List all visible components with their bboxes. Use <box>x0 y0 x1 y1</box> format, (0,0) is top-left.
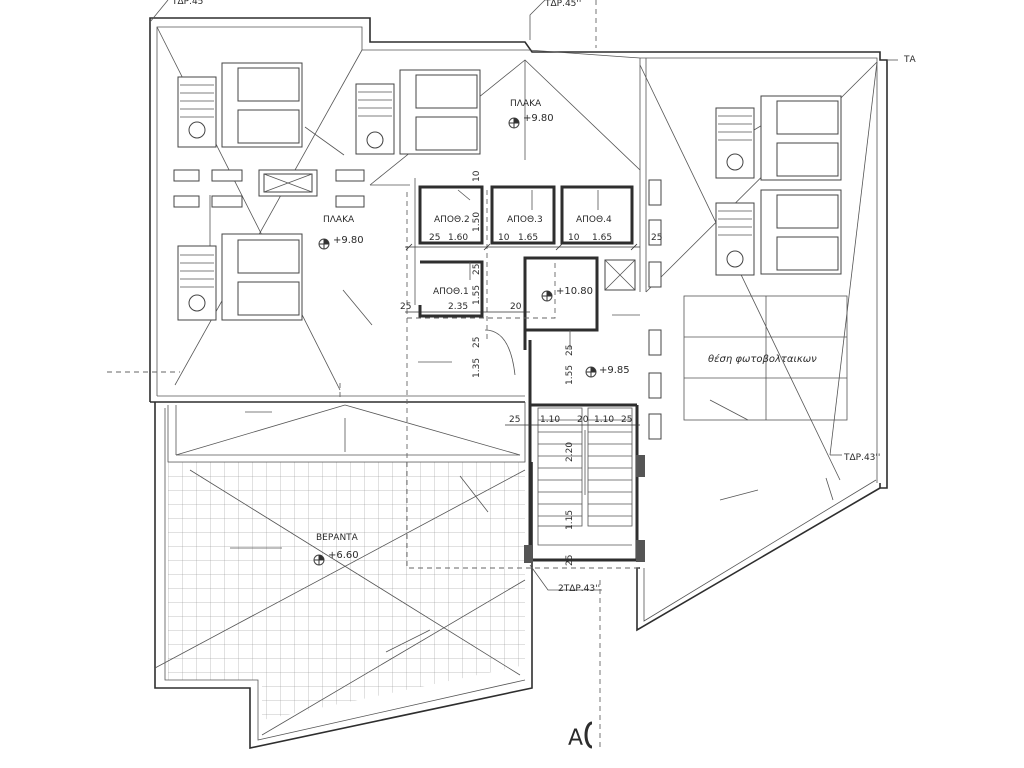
elevation-slab-center: +9.80 <box>523 113 554 124</box>
dimension-label: 2.35 <box>448 302 468 312</box>
section-mark-top-right: ΤΑ <box>903 55 916 65</box>
dimension-label: 1.10 <box>594 415 614 425</box>
dimension-label: 25 <box>651 233 662 243</box>
building-outline <box>149 17 888 632</box>
dimension-label: 25 <box>509 415 520 425</box>
dimension-label: 2.20 <box>565 442 575 462</box>
dimension-label: 1.50 <box>472 212 482 232</box>
solar-heaters <box>177 62 842 321</box>
section-mark-top-left: ΤΔΡ.45'' <box>171 0 208 7</box>
dimension-label: 10 <box>472 170 482 182</box>
elevation-marker-lobby <box>541 290 553 302</box>
stair-core <box>484 256 645 563</box>
cut-marks <box>149 0 898 749</box>
dimension-label: 10 <box>498 233 510 243</box>
room-label-veranda: ΒΕΡΑΝΤΑ <box>316 533 359 543</box>
room-label-slab-center: ΠΛΑΚΑ <box>510 99 542 109</box>
dimension-line-storage-row <box>405 243 640 251</box>
vents <box>173 169 662 440</box>
dimension-label: 25 <box>565 555 575 566</box>
dimension-label: 25 <box>472 264 482 275</box>
veranda <box>154 402 533 749</box>
dimension-label: 25 <box>565 345 575 356</box>
elevation-lobby: +10.80 <box>556 286 593 297</box>
elevation-marker-slab-center <box>508 117 520 129</box>
dimension-label: 25 <box>472 337 482 348</box>
dashed-lines <box>107 0 640 748</box>
room-label-storage-3: ΑΠΟΘ.3 <box>507 215 543 225</box>
flow-arrows <box>418 314 640 363</box>
elevation-marker-slab-left <box>318 238 330 250</box>
dimension-label: 1.55 <box>565 365 575 385</box>
dimension-label: 25 <box>429 233 440 243</box>
room-label-solar-panels: θέση φωτοβολταικων <box>708 353 817 365</box>
dimension-label: 1.65 <box>518 233 538 243</box>
room-label-storage-1: ΑΠΟΘ.1 <box>433 287 469 297</box>
section-label-a: Α <box>568 726 583 751</box>
room-label-storage-2: ΑΠΟΘ.2 <box>434 215 470 225</box>
section-mark-right: ΤΔΡ.43'' <box>843 453 880 463</box>
dimension-label: 20 <box>510 302 522 312</box>
dimension-label: 1.15 <box>565 510 575 530</box>
elevation-marker-landing <box>585 366 597 378</box>
dimension-label: 10 <box>568 233 580 243</box>
dimension-label: 20 <box>577 415 589 425</box>
dimension-label: 1.35 <box>472 358 482 378</box>
dimension-label: 25 <box>400 302 411 312</box>
section-mark-bottom: 2ΤΔΡ.43'' <box>558 584 600 594</box>
solar-panel-area <box>683 295 848 421</box>
elevation-veranda: +6.60 <box>328 550 359 561</box>
section-mark-top: ΤΔΡ.45'' <box>544 0 581 9</box>
dimension-label: 25 <box>621 415 632 425</box>
dimension-label: 1.55 <box>472 285 482 305</box>
elevation-marker-veranda <box>313 554 325 566</box>
dimension-label: 1.60 <box>448 233 468 243</box>
elevation-landing: +9.85 <box>599 365 630 376</box>
room-label-storage-4: ΑΠΟΘ.4 <box>576 215 612 225</box>
room-label-slab-left: ΠΛΑΚΑ <box>323 215 355 225</box>
elevation-slab-left: +9.80 <box>333 235 364 246</box>
dimension-label: 1.65 <box>592 233 612 243</box>
dimension-label: 1.10 <box>540 415 560 425</box>
